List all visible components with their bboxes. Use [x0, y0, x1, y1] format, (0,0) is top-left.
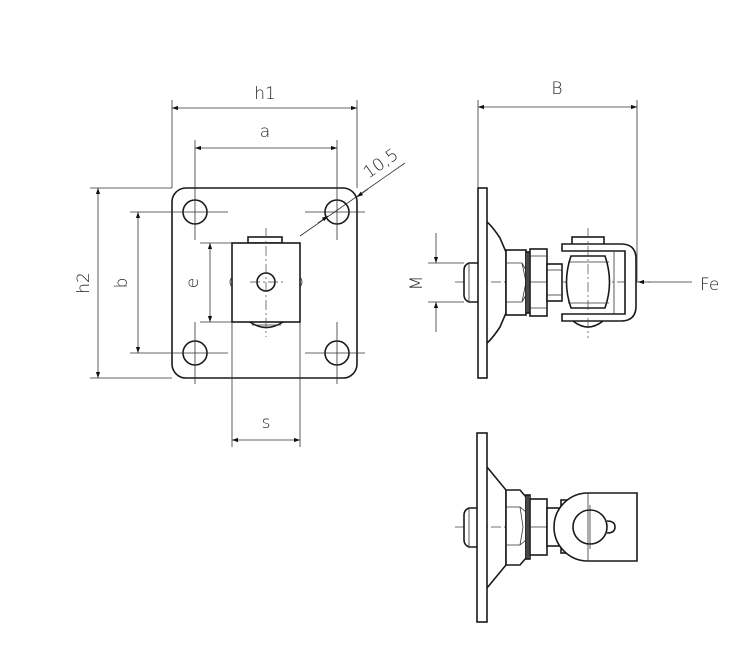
front-view: h1 a 10,5 h2 b — [74, 84, 406, 447]
bottom-plate-boss — [486, 466, 507, 589]
nut-2 — [529, 248, 548, 317]
plate-boss — [486, 221, 507, 344]
bottom-eye-nub — [606, 520, 616, 534]
dimension-s: s — [232, 413, 300, 443]
dimension-B: B — [477, 79, 638, 282]
label-Fe: Fe — [700, 275, 719, 295]
side-plate — [477, 187, 488, 379]
nut-1 — [505, 249, 527, 316]
side-view: B M Fe — [407, 79, 719, 379]
bottom-plate — [476, 432, 488, 623]
hole-centerlines — [130, 182, 365, 384]
bottom-bolt-end — [463, 507, 477, 548]
label-hole-diameter: 10,5 — [360, 145, 402, 183]
label-M: M — [407, 276, 427, 291]
dimension-M: M — [407, 233, 464, 332]
label-h1: h1 — [254, 84, 276, 104]
bottom-eye — [553, 492, 638, 562]
dimension-h2: h2 — [74, 187, 172, 379]
block-side-nub-right — [299, 276, 303, 288]
force-Fe: Fe — [638, 275, 719, 295]
hinge-block-tab — [247, 236, 283, 244]
dimension-a: a — [194, 122, 338, 182]
clevis-bracket — [561, 243, 637, 322]
bottom-view — [455, 432, 638, 623]
label-B: B — [551, 79, 562, 99]
label-h2: h2 — [74, 272, 94, 294]
label-e: e — [183, 278, 203, 288]
dimension-e: e — [183, 242, 232, 323]
dimension-h1: h1 — [171, 84, 358, 188]
bolt-end — [463, 262, 478, 303]
label-b: b — [112, 278, 132, 289]
dimension-b: b — [112, 212, 141, 353]
threaded-shaft — [546, 263, 563, 302]
block-side-nub-left — [229, 276, 233, 288]
label-a: a — [260, 122, 270, 142]
label-s: s — [262, 413, 271, 433]
